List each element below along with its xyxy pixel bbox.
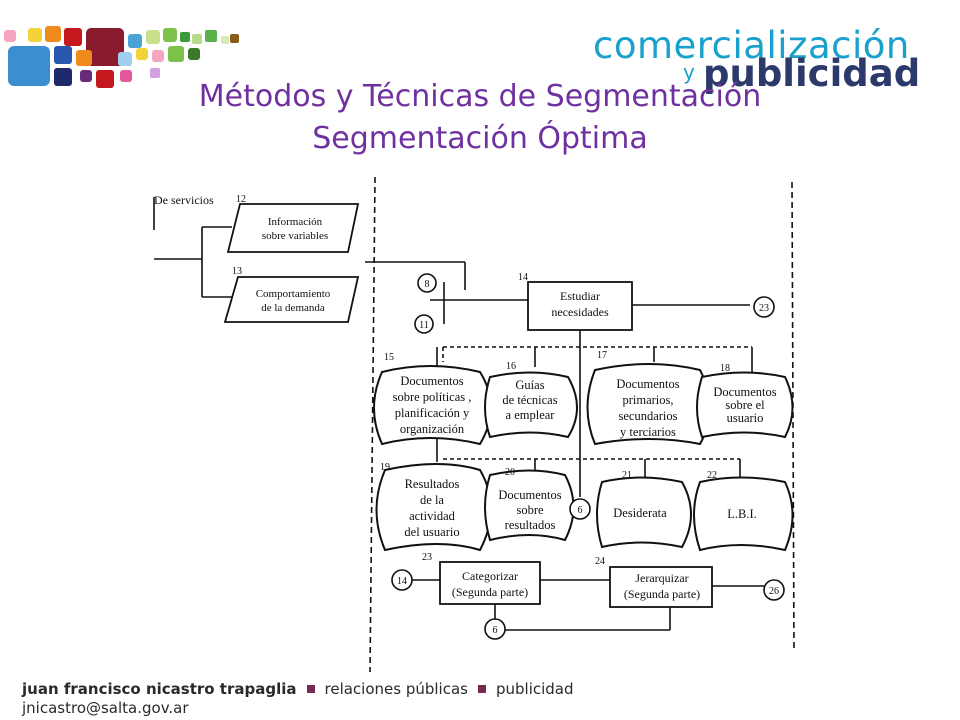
separator-square <box>477 685 486 693</box>
brand-line-2: publicidad <box>703 52 921 95</box>
footer-credits: juan francisco nicastro trapaglia relacio… <box>22 680 722 699</box>
title-line-2: Segmentación Óptima <box>312 121 648 156</box>
slide-title: Métodos y Técnicas de Segmentación Segme… <box>0 76 960 160</box>
node-number: 13 <box>232 266 242 277</box>
node-label: Documentos <box>498 488 561 502</box>
node-label: Guías <box>515 378 544 392</box>
area-label-2: publicidad <box>495 680 574 698</box>
node-number: 17 <box>597 350 607 361</box>
area-label-1: relaciones públicas <box>324 680 468 698</box>
node-number: 21 <box>622 470 632 481</box>
node-label: Información <box>268 216 323 228</box>
node-number: 24 <box>595 556 605 567</box>
node-label: Categorizar <box>462 569 518 583</box>
connector-label: 23 <box>759 303 769 314</box>
node-label: Documentos <box>400 374 463 388</box>
author-email: jnicastro@salta.gov.ar <box>22 699 189 717</box>
connector-label: 11 <box>419 320 429 331</box>
node-label: (Segunda parte) <box>452 585 528 599</box>
node-label: a emplear <box>506 408 556 422</box>
node-number: 14 <box>518 272 528 283</box>
connector-label: 6 <box>578 505 583 516</box>
node-label: sobre políticas , <box>393 390 472 404</box>
brand-logo: comercialización y publicidad <box>585 18 945 98</box>
footer: juan francisco nicastro trapaglia relacio… <box>22 680 722 718</box>
separator-square <box>306 685 315 693</box>
node-label: del usuario <box>404 525 459 539</box>
connector-label: 26 <box>769 586 779 597</box>
author-name: juan francisco nicastro trapaglia <box>22 680 297 698</box>
title-line-1: Métodos y Técnicas de Segmentación <box>198 79 762 114</box>
node-label: y terciarios <box>620 425 676 439</box>
node-label: resultados <box>505 518 556 532</box>
connector-label: 8 <box>425 279 430 290</box>
node-label: secundarios <box>618 409 677 423</box>
node-number: 15 <box>384 352 394 363</box>
node-number: 19 <box>380 462 390 473</box>
node-label: L.B.I. <box>727 507 757 521</box>
connector-label: 14 <box>397 576 407 587</box>
node-label: Documentos <box>616 377 679 391</box>
node-label: primarios, <box>622 393 673 407</box>
brand-line-1: comercialización <box>593 24 910 67</box>
node-label: sobre el <box>725 398 765 412</box>
input-label: De servicios <box>154 193 214 207</box>
node-number: 18 <box>720 363 730 374</box>
node-label: Documentos <box>713 385 776 399</box>
node-label: planificación y <box>395 406 470 420</box>
node-number: 20 <box>505 467 515 478</box>
node-label: sobre <box>516 503 544 517</box>
brand-connector: y <box>683 60 695 84</box>
node-label: de la demanda <box>261 302 325 314</box>
node-label: sobre variables <box>262 230 328 242</box>
node-label: organización <box>400 422 465 436</box>
connector-label: 6 <box>493 625 498 636</box>
node-number: 23 <box>422 552 432 563</box>
node-label: Jerarquizar <box>635 571 688 585</box>
node-label: actividad <box>409 509 456 523</box>
node-label: Estudiar <box>560 289 600 303</box>
node-label: (Segunda parte) <box>624 587 700 601</box>
node-label: usuario <box>727 411 764 425</box>
node-label: necesidades <box>551 305 609 319</box>
node-number: 16 <box>506 361 516 372</box>
node-label: de la <box>420 493 444 507</box>
node-label: Resultados <box>405 477 460 491</box>
node-label: Desiderata <box>613 506 667 520</box>
node-number: 22 <box>707 470 717 481</box>
node-label: de técnicas <box>502 393 557 407</box>
logo-mosaic <box>4 26 239 88</box>
node-number: 12 <box>236 194 246 205</box>
node-label: Comportamiento <box>256 288 331 300</box>
